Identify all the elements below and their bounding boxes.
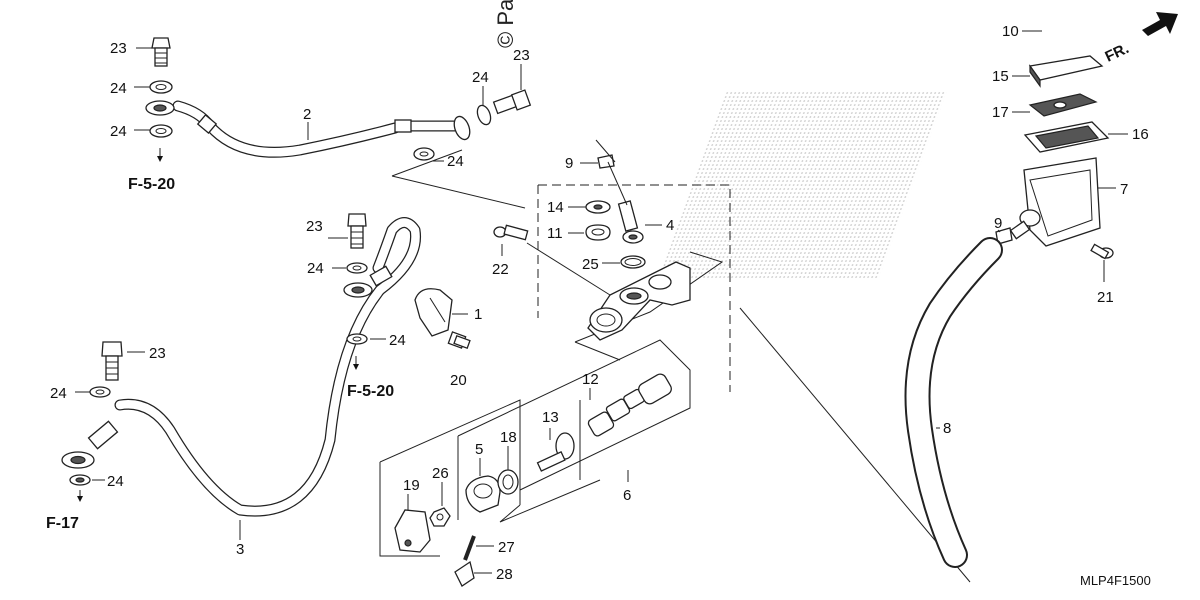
label-11: 11	[547, 225, 563, 242]
cotter-28	[454, 560, 475, 587]
washer-24-c	[476, 104, 492, 126]
label-18: 18	[500, 429, 517, 446]
pin-27	[463, 535, 476, 561]
label-24-b: 24	[110, 123, 127, 140]
label-9-left: 9	[565, 155, 573, 172]
label-26: 26	[432, 465, 449, 482]
label-24-g: 24	[50, 385, 67, 402]
label-24-h: 24	[107, 473, 124, 490]
joint-19	[394, 509, 431, 553]
ref-label-f5-20-upper: F-5-20	[128, 176, 175, 193]
label-23-b: 23	[513, 47, 530, 64]
bolt-20	[447, 331, 471, 349]
plate-17	[1028, 93, 1098, 117]
nut-26	[429, 507, 451, 527]
clip-9-left	[597, 154, 615, 169]
label-17: 17	[992, 104, 1009, 121]
washer-24-h	[69, 474, 91, 486]
label-14: 14	[547, 199, 564, 216]
bolt-22	[493, 224, 529, 241]
clip-11	[585, 224, 611, 241]
ref-label-f17: F-17	[46, 515, 79, 532]
label-16: 16	[1132, 126, 1149, 143]
label-24-a: 24	[110, 80, 127, 97]
label-19: 19	[403, 477, 420, 494]
ref-label-f5-20-lower: F-5-20	[347, 383, 394, 400]
ref-arrow-b	[353, 356, 359, 370]
reservoir-hose-8	[904, 237, 1003, 568]
brake-hose-upper	[145, 100, 471, 158]
label-10: 10	[1002, 23, 1019, 40]
label-1: 1	[474, 306, 482, 323]
watermark-logo-dots	[658, 90, 948, 280]
label-12: 12	[582, 371, 599, 388]
guide-line-left	[391, 175, 526, 209]
ref-arrow-a	[157, 148, 163, 162]
label-25: 25	[582, 256, 599, 273]
label-24-f: 24	[389, 332, 406, 349]
label-3: 3	[236, 541, 244, 558]
label-8: 8	[943, 420, 951, 437]
circlip-18	[497, 469, 519, 495]
label-23-a: 23	[110, 40, 127, 57]
label-27: 27	[498, 539, 515, 556]
label-23-c: 23	[306, 218, 323, 235]
piston-12	[587, 373, 672, 437]
diaphragm-16	[1023, 121, 1110, 153]
bolt-23-mid	[347, 213, 367, 249]
label-15: 15	[992, 68, 1009, 85]
reservoir-7	[1009, 157, 1101, 247]
bolt-23-lower-left	[101, 341, 123, 381]
brake-hose-lower	[61, 217, 422, 517]
screw-21	[1090, 243, 1114, 260]
push-rod-13	[536, 432, 575, 472]
washer-24-g	[89, 386, 111, 398]
leader-lines	[75, 30, 1128, 574]
bolt-23-upper-left	[151, 37, 171, 67]
oring-25	[620, 255, 646, 269]
guide-line-right	[739, 307, 971, 583]
direction-label: FR.	[1103, 40, 1132, 66]
label-9-right: 9	[994, 215, 1002, 232]
ref-arrow-c	[77, 490, 83, 502]
watermark: © Partzilla.com	[493, 0, 518, 48]
repair-kit-box	[379, 339, 691, 557]
bolt-23-upper-right	[492, 89, 532, 115]
label-24-d: 24	[447, 153, 464, 170]
joint-4	[617, 200, 644, 244]
boot-5	[465, 475, 501, 513]
washer-24-e	[346, 262, 368, 274]
label-23-d: 23	[149, 345, 166, 362]
label-24-e: 24	[307, 260, 324, 277]
label-13: 13	[542, 409, 559, 426]
label-6: 6	[623, 487, 631, 504]
master-cylinder-body	[587, 261, 691, 341]
label-7: 7	[1120, 181, 1128, 198]
label-4: 4	[666, 217, 674, 234]
cap-15	[1028, 55, 1104, 88]
label-21: 21	[1097, 289, 1114, 306]
washer-24-f	[346, 333, 368, 345]
diagram-code: MLP4F1500	[1080, 573, 1151, 588]
label-28: 28	[496, 566, 513, 583]
label-2: 2	[303, 106, 311, 123]
label-20: 20	[450, 372, 467, 389]
hose-clamp-1	[414, 288, 453, 337]
washer-24-a	[149, 80, 173, 94]
label-22: 22	[492, 261, 509, 278]
label-5: 5	[475, 441, 483, 458]
washer-24-b	[149, 124, 173, 138]
washer-14	[585, 200, 611, 214]
front-direction-arrow: FR.	[1103, 12, 1178, 66]
label-24-c: 24	[472, 69, 489, 86]
washer-24-d	[413, 147, 435, 161]
